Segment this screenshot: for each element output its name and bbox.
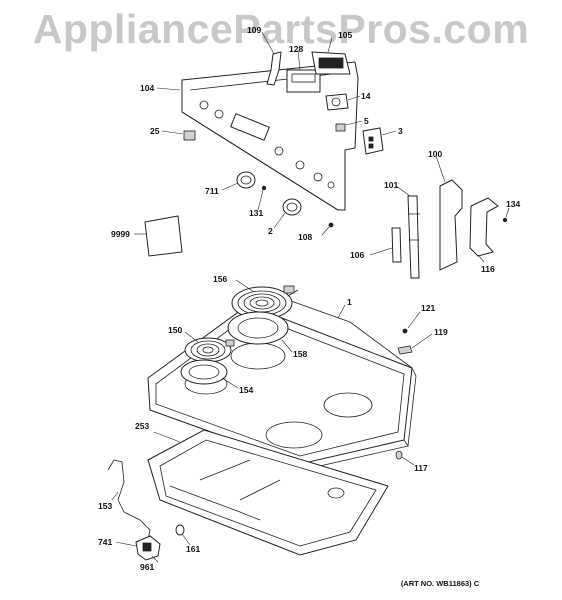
drip-pan-small: [180, 359, 228, 385]
callout-2: 2: [268, 226, 273, 236]
callout-154: 154: [239, 385, 253, 395]
callout-119: 119: [434, 327, 448, 337]
screw-108: [328, 222, 334, 228]
callout-14: 14: [361, 91, 371, 101]
callout-158: 158: [293, 349, 307, 359]
cooktop-liner: [147, 429, 389, 556]
callout-961: 961: [140, 562, 154, 572]
side-bracket-101: [407, 195, 420, 279]
callout-116: 116: [481, 264, 495, 274]
callout-131: 131: [249, 208, 263, 218]
hinge-clip: [397, 345, 413, 355]
screw-134: [502, 217, 508, 223]
end-cap-116: [469, 197, 499, 257]
surface-element-large: [231, 285, 299, 320]
callout-134: 134: [506, 199, 520, 209]
callout-25: 25: [150, 126, 160, 136]
callout-108: 108: [298, 232, 312, 242]
callout-117: 117: [414, 463, 428, 473]
control-knob-711: [236, 171, 256, 189]
callout-104: 104: [140, 83, 154, 93]
callout-150: 150: [168, 325, 182, 335]
callout-156: 156: [213, 274, 227, 284]
callout-161: 161: [186, 544, 200, 554]
backsplash-panel: [181, 61, 359, 211]
callout-109: 109: [247, 25, 261, 35]
clock-timer: [311, 51, 351, 75]
clip-part: [183, 130, 196, 141]
grommet-161: [175, 524, 185, 536]
callout-3: 3: [398, 126, 403, 136]
trim-strip: [266, 51, 282, 86]
infinite-switch: [325, 93, 349, 111]
wire-connector: [135, 535, 161, 561]
callout-labels: 104 109 128 105 14 5 3 25 711 131 2 108 …: [98, 25, 520, 572]
end-cap-100: [439, 179, 463, 271]
owner-manual: [144, 215, 183, 257]
callout-711: 711: [205, 186, 219, 196]
callout-106: 106: [350, 250, 364, 260]
leader-lines: [111, 31, 510, 563]
callout-253: 253: [135, 421, 149, 431]
callout-105: 105: [338, 30, 352, 40]
wire-harness: [107, 459, 151, 541]
terminal-block: [362, 127, 384, 155]
screw-131: [261, 185, 267, 191]
bumper-117: [395, 450, 403, 460]
control-knob-2: [282, 198, 302, 216]
drip-pan-large: [227, 311, 289, 345]
screw-121: [402, 328, 408, 334]
panel-knob-holes: [199, 100, 335, 189]
side-bracket-106: [391, 227, 402, 263]
callout-9999: 9999: [111, 229, 130, 239]
callout-121: 121: [421, 303, 435, 313]
callout-153: 153: [98, 501, 112, 511]
callout-100: 100: [428, 149, 442, 159]
callout-5: 5: [364, 116, 369, 126]
clock-overlay: [286, 69, 321, 93]
indicator-lamp: [335, 123, 346, 132]
art-number: (ART NO. WB11863) C: [401, 579, 480, 588]
callout-1: 1: [347, 297, 352, 307]
callout-128: 128: [289, 44, 303, 54]
callout-741: 741: [98, 537, 112, 547]
callout-101: 101: [384, 180, 398, 190]
